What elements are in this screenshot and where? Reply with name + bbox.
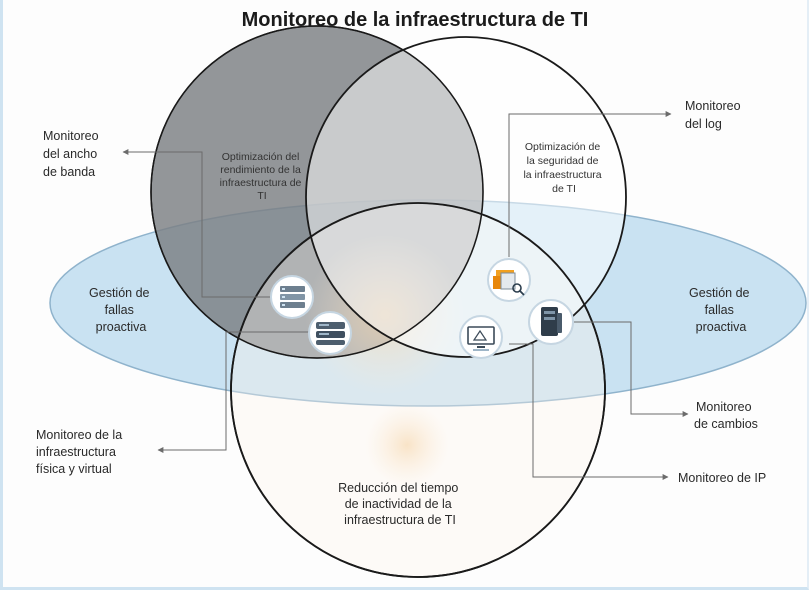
security-circle-label: Optimización de la seguridad de la infra… bbox=[523, 141, 604, 195]
diagram-title: Monitoreo de la infraestructura de TI bbox=[242, 9, 589, 31]
log-monitoring-label: Monitoreo del log bbox=[685, 99, 744, 131]
security-circle bbox=[305, 36, 627, 358]
physical-virtual-monitoring-label: Monitoreo de la infraestructura física y… bbox=[36, 428, 126, 476]
ip-connector bbox=[509, 343, 669, 480]
monitor-icon bbox=[459, 315, 503, 359]
server-tower-icon bbox=[528, 299, 574, 345]
bottom-glow bbox=[365, 403, 449, 487]
infrastructure-monitoring-diagram: Monitoreo de la infraestructura de TI Op… bbox=[36, 9, 807, 578]
bandwidth-connector bbox=[122, 149, 286, 298]
ip-monitoring-label: Monitoreo de IP bbox=[678, 471, 766, 485]
bandwidth-monitoring-label: Monitoreo del ancho de banda bbox=[43, 129, 102, 179]
proactive-management-left-label: Gestión de fallas proactiva bbox=[89, 286, 153, 334]
log-search-icon bbox=[487, 258, 531, 302]
network-switch-icon bbox=[308, 311, 352, 355]
server-rack-icon bbox=[270, 275, 314, 319]
downtime-circle-label: Reducción del tiempo de inactividad de l… bbox=[338, 481, 462, 527]
proactive-management-right-label: Gestión de fallas proactiva bbox=[689, 286, 753, 334]
changes-monitoring-label: Monitoreo de cambios bbox=[694, 400, 758, 431]
changes-connector bbox=[574, 321, 689, 417]
log-connector bbox=[508, 111, 672, 257]
physical-virtual-connector bbox=[157, 331, 309, 453]
performance-circle-label: Optimización del rendimiento de la infra… bbox=[220, 151, 305, 202]
